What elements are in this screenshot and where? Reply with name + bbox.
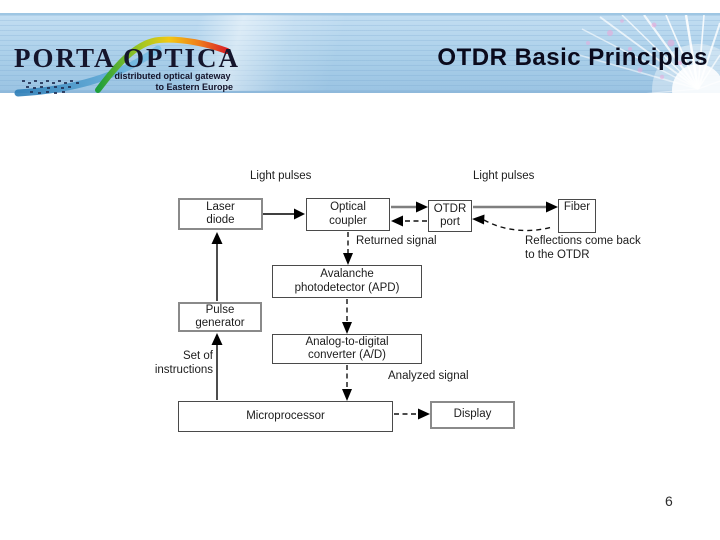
box-fiber-line1: Fiber: [563, 201, 591, 213]
box-laser-diode-line1: Laser: [206, 200, 235, 213]
box-laser-diode-line2: diode: [206, 214, 235, 226]
box-microprocessor-line1: Microprocessor: [246, 409, 325, 422]
box-optical-coupler-line1: Optical: [330, 201, 366, 213]
arrow-apd-to-adc-dashed: [342, 299, 352, 334]
arrow-coupler-to-apd-dashed: [343, 232, 353, 265]
label-instructions-line2: instructions: [154, 363, 213, 376]
box-otdr-port-line1: OTDR: [433, 202, 467, 215]
label-returned-signal: Returned signal: [356, 235, 437, 247]
arrow-microprocessor-to-pulsegen: [211, 333, 223, 400]
label-light-pulses-right: Light pulses: [473, 170, 535, 182]
arrow-microprocessor-to-display-dashed: [394, 408, 430, 420]
box-pulse-generator-line1: Pulse: [205, 303, 235, 316]
arrow-adc-to-microprocessor-dashed: [342, 365, 352, 401]
svg-text:distributed optical gateway: distributed optical gateway to Eastern E…: [114, 71, 233, 92]
arrow-reflections-dashed-curve: [472, 214, 553, 232]
box-adc-line2: converter (A/D): [308, 349, 386, 361]
arrow-pulsegen-to-laser: [211, 232, 223, 301]
page-number: 6: [665, 493, 673, 509]
arrow-coupler-to-otdrport: [391, 201, 428, 213]
box-optical-coupler: Optical coupler: [306, 198, 390, 231]
label-reflections-line2: to the OTDR: [525, 248, 590, 261]
box-apd-line2: photodetector (APD): [294, 281, 400, 294]
label-reflections-line1: Reflections come back: [525, 235, 641, 247]
box-display-line1: Display: [453, 408, 492, 421]
label-set-of-instructions: Set of instructions: [148, 350, 213, 377]
arrow-otdrport-to-fiber: [473, 201, 558, 213]
box-apd: Avalanche photodetector (APD): [272, 265, 422, 298]
fiber-burst-graphic: [571, 15, 720, 95]
label-analyzed-signal: Analyzed signal: [388, 370, 469, 382]
box-pulse-generator: Pulse generator: [178, 302, 262, 332]
box-pulse-generator-line2: generator: [195, 317, 245, 329]
slide-title: OTDR Basic Principles: [437, 44, 708, 71]
box-fiber: Fiber: [558, 199, 596, 233]
box-optical-coupler-line2: coupler: [329, 214, 367, 227]
box-adc: Analog-to-digital converter (A/D): [272, 334, 422, 364]
box-otdr-port-line2: port: [440, 216, 460, 228]
box-adc-line1: Analog-to-digital: [305, 335, 389, 348]
box-display: Display: [430, 401, 515, 429]
label-instructions-line1: Set of: [182, 350, 213, 362]
box-apd-line1: Avalanche: [320, 268, 374, 280]
dot-matrix-pattern: [22, 80, 79, 94]
brand-optica: OPTICA: [123, 43, 240, 73]
label-reflections: Reflections come back to the OTDR: [525, 235, 641, 262]
box-microprocessor: Microprocessor: [178, 401, 393, 432]
box-otdr-port: OTDR port: [428, 200, 472, 232]
arrow-laser-to-coupler: [263, 208, 305, 220]
rainbow-swoosh: [95, 36, 230, 93]
blue-swoosh: [14, 45, 162, 97]
tagline-line1: distributed optical gateway: [114, 71, 230, 81]
label-light-pulses-left: Light pulses: [250, 170, 312, 182]
tagline-line2: to Eastern Europe: [155, 82, 233, 92]
brand-porta: PORTA: [14, 43, 116, 73]
box-laser-diode: Laser diode: [178, 198, 263, 230]
arrow-otdrport-to-coupler-dashed: [391, 215, 427, 227]
